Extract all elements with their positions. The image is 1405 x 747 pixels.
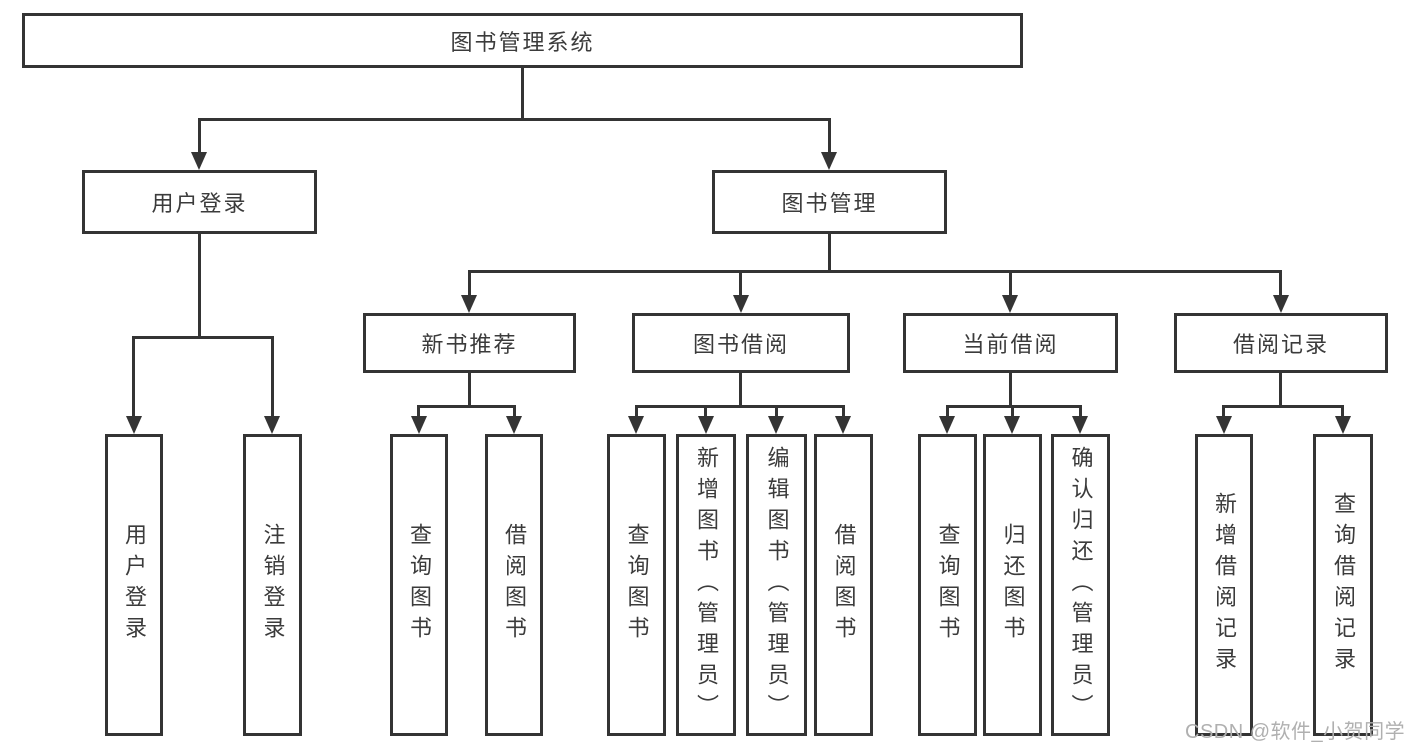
connector-line xyxy=(842,408,845,420)
connector-line xyxy=(468,373,471,408)
connector-line xyxy=(828,234,831,273)
leaf-newbook-borrow-books: 借阅图书 xyxy=(485,434,543,736)
connector-line xyxy=(946,408,949,420)
connector-line xyxy=(635,405,845,408)
connector-arrowhead xyxy=(461,295,477,313)
connector-line xyxy=(739,373,742,408)
connector-arrowhead xyxy=(628,416,644,434)
connector-line xyxy=(417,408,420,420)
connector-arrowhead xyxy=(1002,295,1018,313)
connector-line xyxy=(132,339,135,418)
connector-line xyxy=(1011,408,1014,420)
connector-line xyxy=(635,408,638,420)
node-library-management-system: 图书管理系统 xyxy=(22,13,1023,68)
connector-arrowhead xyxy=(821,152,837,170)
connector-line xyxy=(1222,405,1344,408)
connector-line xyxy=(1279,373,1282,408)
connector-arrowhead xyxy=(733,295,749,313)
connector-arrowhead xyxy=(191,152,207,170)
connector-arrowhead xyxy=(1072,416,1088,434)
connector-line xyxy=(1341,408,1344,420)
leaf-borrowing-query-books: 查询图书 xyxy=(607,434,666,736)
connector-arrowhead xyxy=(768,416,784,434)
leaf-records-add-borrow-record: 新增借阅记录 xyxy=(1195,434,1253,736)
connector-line xyxy=(468,273,471,299)
connector-line xyxy=(704,408,707,420)
connector-line xyxy=(1222,408,1225,420)
leaf-borrowing-borrow-books: 借阅图书 xyxy=(814,434,873,736)
node-user-login: 用户登录 xyxy=(82,170,317,234)
connector-arrowhead xyxy=(1216,416,1232,434)
leaf-borrowing-edit-books-admin: 编辑图书（管理员） xyxy=(746,434,807,736)
connector-arrowhead xyxy=(698,416,714,434)
leaf-current-return-books: 归还图书 xyxy=(983,434,1042,736)
connector-line xyxy=(739,273,742,299)
connector-arrowhead xyxy=(835,416,851,434)
connector-arrowhead xyxy=(1273,295,1289,313)
node-current-borrowing: 当前借阅 xyxy=(903,313,1118,373)
connector-arrowhead xyxy=(939,416,955,434)
leaf-current-query-books: 查询图书 xyxy=(918,434,977,736)
connector-line xyxy=(513,408,516,420)
connector-arrowhead xyxy=(1335,416,1351,434)
node-book-borrowing: 图书借阅 xyxy=(632,313,850,373)
leaf-records-query-borrow-record: 查询借阅记录 xyxy=(1313,434,1373,736)
node-new-book-recommendation: 新书推荐 xyxy=(363,313,576,373)
connector-line xyxy=(198,234,201,339)
connector-line xyxy=(775,408,778,420)
connector-line xyxy=(1279,273,1282,299)
connector-line xyxy=(1079,408,1082,420)
leaf-current-confirm-return-admin: 确认归还（管理员） xyxy=(1051,434,1110,736)
connector-line xyxy=(1009,373,1012,408)
connector-line xyxy=(468,270,1282,273)
leaf-user-login: 用户登录 xyxy=(105,434,163,736)
connector-line xyxy=(198,118,831,121)
connector-line xyxy=(828,121,831,154)
connector-line xyxy=(417,405,516,408)
connector-line xyxy=(946,405,1082,408)
connector-line xyxy=(1009,273,1012,299)
connector-arrowhead xyxy=(1004,416,1020,434)
connector-arrowhead xyxy=(506,416,522,434)
csdn-watermark: CSDN @软件_小贺同学 xyxy=(1185,721,1405,743)
leaf-newbook-query-books: 查询图书 xyxy=(390,434,448,736)
connector-arrowhead xyxy=(411,416,427,434)
node-book-management: 图书管理 xyxy=(712,170,947,234)
connector-arrowhead xyxy=(264,416,280,434)
leaf-logout: 注销登录 xyxy=(243,434,302,736)
node-borrowing-records: 借阅记录 xyxy=(1174,313,1388,373)
connector-arrowhead xyxy=(126,416,142,434)
connector-line xyxy=(521,68,524,121)
connector-line xyxy=(198,121,201,154)
leaf-borrowing-add-books-admin: 新增图书（管理员） xyxy=(676,434,736,736)
connector-line xyxy=(271,339,274,418)
connector-line xyxy=(132,336,274,339)
